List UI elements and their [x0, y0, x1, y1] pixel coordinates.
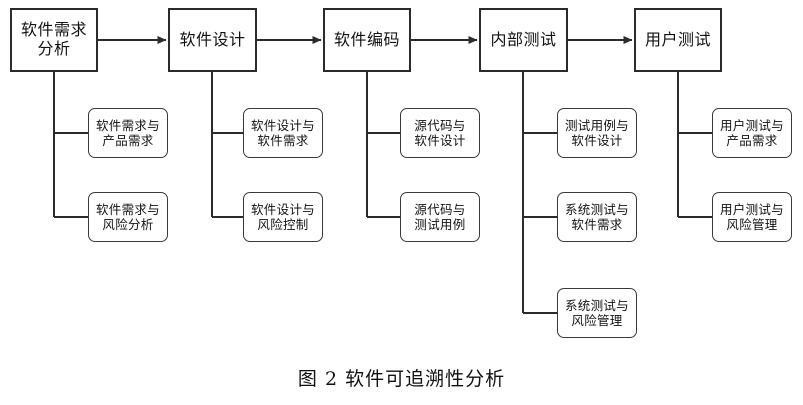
- artifact-box-design-vs-requirements[interactable]: 软件设计与 软件需求: [243, 108, 323, 158]
- stage-box-software-coding[interactable]: 软件编码: [323, 8, 411, 72]
- artifact-box-usertest-vs-risk-mgmt[interactable]: 用户测试与 风险管理: [712, 192, 792, 242]
- artifact-box-req-vs-product-req[interactable]: 软件需求与 产品需求: [88, 108, 168, 158]
- branch-line-group: [53, 72, 712, 314]
- artifact-box-source-vs-test-cases[interactable]: 源代码与 测试用例: [400, 192, 480, 242]
- artifact-box-systemtest-vs-risk-mgmt[interactable]: 系统测试与 风险管理: [557, 288, 637, 338]
- stage-box-user-testing[interactable]: 用户测试: [634, 8, 722, 72]
- artifact-box-source-vs-design[interactable]: 源代码与 软件设计: [400, 108, 480, 158]
- artifact-box-design-vs-risk-control[interactable]: 软件设计与 风险控制: [243, 192, 323, 242]
- artifact-box-req-vs-risk-analysis[interactable]: 软件需求与 风险分析: [88, 192, 168, 242]
- artifact-box-testcase-vs-design[interactable]: 测试用例与 软件设计: [557, 108, 637, 158]
- stage-box-requirements-analysis[interactable]: 软件需求 分析: [10, 8, 98, 72]
- artifact-box-systemtest-vs-requirements[interactable]: 系统测试与 软件需求: [557, 192, 637, 242]
- stage-box-software-design[interactable]: 软件设计: [168, 8, 257, 72]
- artifact-box-usertest-vs-product-req[interactable]: 用户测试与 产品需求: [712, 108, 792, 158]
- stage-box-internal-testing[interactable]: 内部测试: [479, 8, 568, 72]
- figure-caption: 图 2 软件可追溯性分析: [297, 368, 506, 390]
